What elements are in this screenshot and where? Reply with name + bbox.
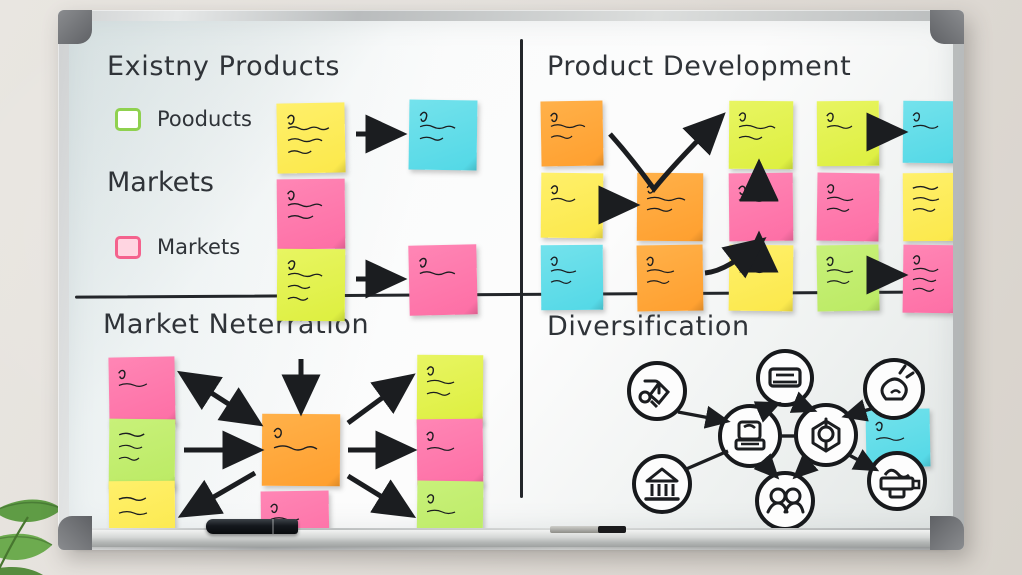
sticky-note[interactable]: [865, 408, 931, 468]
document-icon: [756, 349, 814, 407]
sticky-note[interactable]: [902, 100, 953, 164]
frame-corner-bottom-right: [930, 516, 964, 550]
quadrant-title-product-development: Product Development: [547, 51, 852, 82]
sticky-note[interactable]: [728, 100, 794, 170]
sticky-note[interactable]: [902, 172, 953, 242]
sticky-note[interactable]: [408, 99, 478, 171]
sticky-note[interactable]: [728, 172, 794, 242]
sticky-note[interactable]: [108, 480, 176, 528]
whiteboard-surface[interactable]: Existny Products Product Development Mar…: [69, 21, 953, 528]
black-marker-tip[interactable]: [598, 526, 626, 533]
subheading-markets: Markets: [107, 167, 214, 198]
sticky-note[interactable]: [408, 244, 478, 316]
legend-item-markets[interactable]: Markets: [115, 235, 240, 259]
potted-plant: [0, 499, 63, 575]
sticky-note[interactable]: [108, 356, 176, 426]
legend-item-products[interactable]: Pooducts: [115, 107, 252, 131]
sticky-note[interactable]: [276, 248, 346, 322]
checkbox-markets-icon[interactable]: [115, 235, 141, 259]
edge-n4-to-n7: [753, 453, 780, 480]
sticky-note[interactable]: [816, 100, 880, 167]
sticky-note[interactable]: [276, 102, 346, 174]
handshake-icon: [627, 361, 687, 421]
sticky-note[interactable]: [636, 244, 704, 312]
sticky-note[interactable]: [728, 244, 794, 312]
edge-n5-to-n7: [792, 453, 819, 480]
bank-icon: [632, 454, 692, 514]
frame-corner-top-right: [930, 10, 964, 44]
checkbox-products-icon[interactable]: [115, 107, 141, 131]
laptop-icon: [718, 404, 782, 468]
sticky-note[interactable]: [416, 354, 484, 424]
arrow-hub-to-bl-l1: [177, 370, 264, 427]
arrow-hub-to-bl-r3: [346, 473, 417, 518]
whiteboard-frame: Existny Products Product Development Mar…: [58, 10, 964, 550]
marker-tray: [74, 530, 948, 547]
sticky-note[interactable]: [816, 172, 880, 242]
frame-corner-top-left: [58, 10, 92, 44]
edge-n1-to-n4: [677, 405, 731, 429]
quadrant-title-existing-products: Existny Products: [107, 51, 341, 82]
sticky-note[interactable]: [636, 172, 704, 242]
edge-n4-to-n2: [753, 401, 782, 423]
sticky-note[interactable]: [416, 418, 484, 486]
target-icon: [794, 403, 858, 467]
arrow-hub-to-bl-r1: [346, 373, 416, 426]
edge-n6-to-n4: [683, 449, 729, 472]
sticky-note[interactable]: [540, 100, 604, 167]
edge-n2-to-n5: [789, 391, 818, 413]
quadrant-title-diversification: Diversification: [547, 311, 750, 342]
sticky-note[interactable]: [816, 244, 880, 312]
arrow-hub-to-bl-l3: [177, 470, 257, 518]
sticky-note[interactable]: [276, 178, 346, 250]
legend-label-products: Pooducts: [157, 107, 252, 131]
silver-marker[interactable]: [550, 526, 624, 533]
sticky-note-hub[interactable]: [261, 413, 341, 487]
sticky-note[interactable]: [902, 244, 953, 314]
sticky-note[interactable]: [416, 480, 484, 528]
black-whiteboard-marker[interactable]: [206, 519, 298, 534]
sticky-note[interactable]: [108, 418, 176, 490]
legend-label-markets: Markets: [157, 235, 241, 259]
vertical-divider-line: [520, 39, 524, 498]
frame-corner-bottom-left: [58, 516, 92, 550]
sticky-note[interactable]: [540, 244, 604, 311]
sticky-note[interactable]: [540, 172, 604, 239]
people-icon: [755, 471, 815, 528]
